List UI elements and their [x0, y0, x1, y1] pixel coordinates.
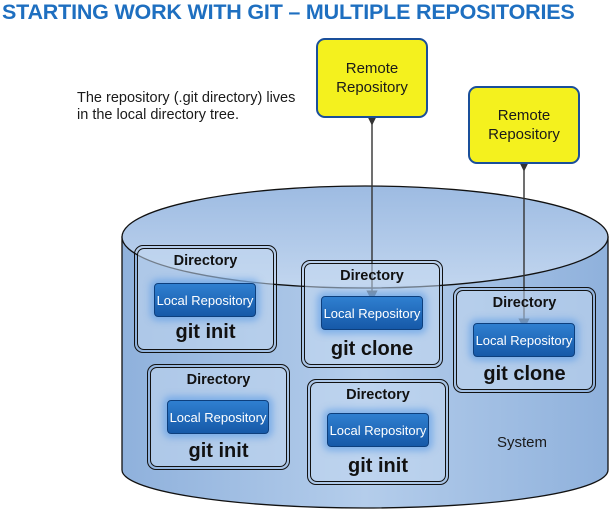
command-label: git init	[348, 455, 408, 477]
diagram-title: STARTING WORK WITH GIT – MULTIPLE REPOSI…	[2, 0, 575, 24]
command-label: git clone	[330, 338, 414, 360]
local-repository: Local Repository	[473, 323, 575, 357]
local-repository: Local Repository	[321, 296, 423, 330]
directory-label: Directory	[186, 372, 251, 388]
directory-box-1: Directory Local Repository git init	[134, 245, 277, 353]
system-label: System	[497, 434, 548, 451]
local-repository: Local Repository	[154, 283, 256, 317]
directory-label: Directory	[340, 268, 404, 284]
directory-box-4: Directory Local Repository git init	[147, 364, 290, 470]
directory-label: Directory	[173, 253, 238, 269]
local-repository: Local Repository	[327, 413, 429, 447]
repository-note: The repository (.git directory) lives in…	[77, 90, 296, 123]
remote-repository-2: Remote Repository	[468, 86, 580, 164]
directory-label: Directory	[492, 295, 557, 311]
command-label: git init	[175, 321, 236, 343]
directory-box-3: Directory Local Repository git clone	[453, 287, 596, 393]
remote-repository-1: Remote Repository	[316, 38, 428, 118]
directory-label: Directory	[346, 387, 410, 403]
local-repository: Local Repository	[167, 400, 269, 434]
command-label: git init	[188, 440, 249, 462]
command-label: git clone	[483, 363, 566, 385]
directory-box-2: Directory Local Repository git clone	[301, 260, 443, 368]
directory-box-5: Directory Local Repository git init	[307, 379, 449, 485]
